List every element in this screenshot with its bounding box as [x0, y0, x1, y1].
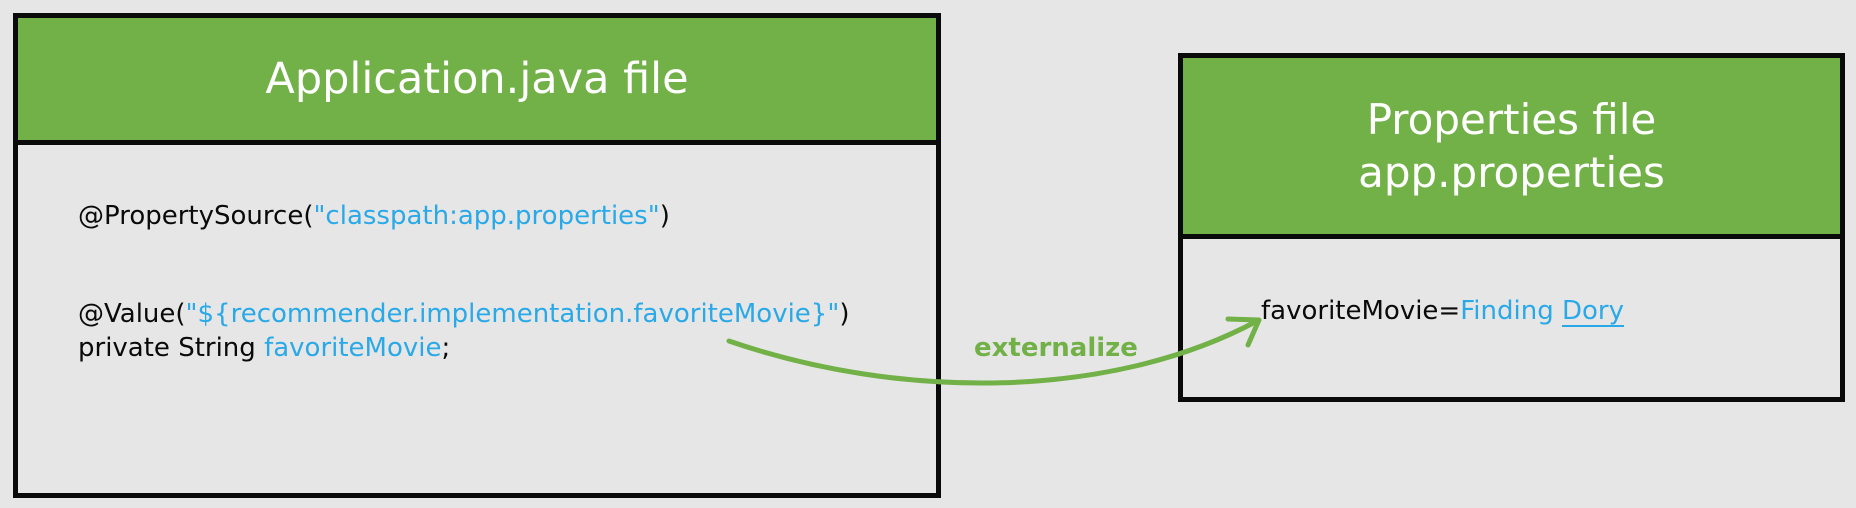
property-value-first: Finding [1460, 296, 1562, 326]
property-key: favoriteMovie= [1261, 296, 1461, 326]
application-java-panel: Application.java file @PropertySource("c… [13, 13, 941, 498]
field-type: private String [78, 333, 265, 363]
properties-file-header: Properties file app.properties [1183, 58, 1840, 239]
value-annotation-close: ) [839, 299, 850, 329]
application-java-header: Application.java file [18, 18, 936, 145]
properties-file-name: app.properties [1358, 148, 1665, 197]
field-semicolon: ; [441, 333, 451, 363]
application-java-title: Application.java file [265, 54, 689, 104]
value-annotation-line: @Value("${recommender.implementation.fav… [78, 299, 849, 329]
externalize-label: externalize [974, 333, 1138, 363]
property-source-annotation: @PropertySource( [78, 201, 314, 231]
property-source-line: @PropertySource("classpath:app.propertie… [78, 201, 670, 231]
value-expression: "${recommender.implementation.favoriteMo… [185, 299, 840, 329]
arrow-curve [726, 318, 1260, 386]
property-source-close: ) [659, 201, 670, 231]
property-source-value: "classpath:app.properties" [313, 201, 660, 231]
property-entry: favoriteMovie=Finding Dory [1261, 296, 1624, 326]
properties-file-panel: Properties file app.properties favoriteM… [1178, 53, 1845, 402]
field-declaration-line: private String favoriteMovie; [78, 333, 450, 363]
field-name: favoriteMovie [264, 333, 442, 363]
arrow-head-icon [1225, 316, 1262, 348]
properties-file-title: Properties file [1366, 95, 1657, 144]
value-annotation: @Value( [78, 299, 186, 329]
property-value-second: Dory [1561, 296, 1624, 326]
